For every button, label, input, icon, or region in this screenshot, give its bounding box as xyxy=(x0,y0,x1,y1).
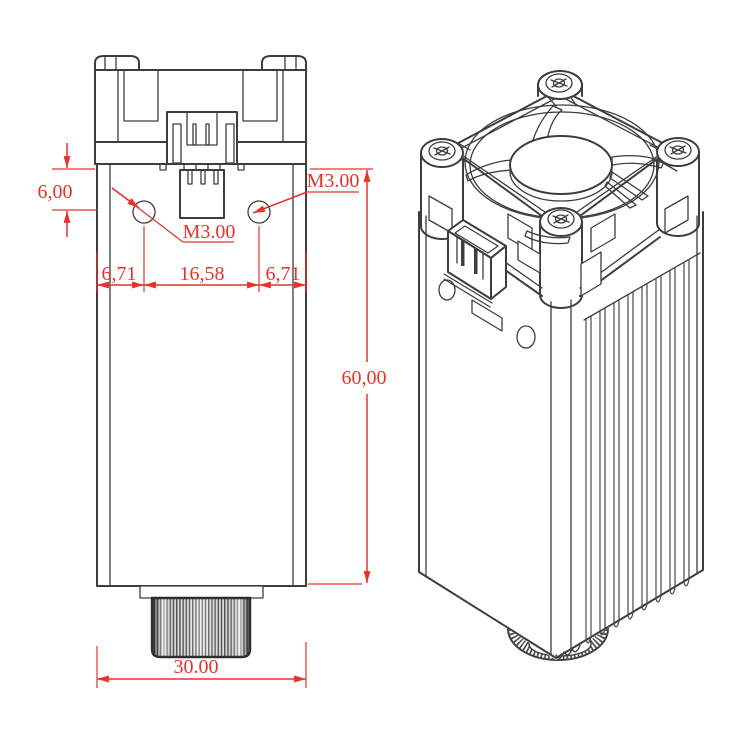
dim-thread-left: M3.00 xyxy=(111,187,236,243)
dim-step-height: 6,00 xyxy=(38,143,97,237)
module-body-iso xyxy=(418,211,704,659)
fan-post-front xyxy=(539,207,583,237)
focus-ring-front xyxy=(139,585,264,659)
dim-text-thread-left: M3.00 xyxy=(183,221,236,243)
dim-body-width: 30.00 xyxy=(96,642,307,688)
mounting-hole-left xyxy=(132,200,156,224)
dim-text-hole-spacing: 16,58 xyxy=(180,263,225,285)
latch-tab-left xyxy=(517,240,541,274)
dim-text-offset-right: 6,71 xyxy=(266,263,301,285)
screws xyxy=(428,73,692,229)
dim-text-offset-left: 6,71 xyxy=(102,263,137,285)
fan-hub xyxy=(509,135,613,195)
fan-post-left-front xyxy=(123,69,159,122)
fan-post-right xyxy=(656,137,700,167)
dim-thread-right: M3.00 xyxy=(252,170,360,214)
dim-body-height: 60,00 xyxy=(308,168,387,585)
latch-tab-right xyxy=(580,251,602,297)
face-hole-upper xyxy=(438,279,456,301)
connector-iso xyxy=(443,219,507,332)
mounting-hole-right xyxy=(247,200,271,224)
fan-shroud-front xyxy=(94,55,307,171)
connector-flap xyxy=(471,299,503,332)
dim-hole-chain: 6,71 16,58 6,71 xyxy=(96,226,307,292)
fan-post-left xyxy=(420,138,464,168)
fan-posts-iso xyxy=(420,70,700,237)
dim-text-step: 6,00 xyxy=(38,181,73,203)
dim-text-body-height: 60,00 xyxy=(342,367,387,389)
connector-front xyxy=(166,111,238,219)
dim-text-thread-right: M3.00 xyxy=(307,170,360,192)
heatsink-fins xyxy=(555,252,701,659)
face-hole-lower xyxy=(516,325,536,349)
front-view xyxy=(94,55,307,659)
dimensions: 6,00 M3.00 M3.00 6,71 16,58 6,71 xyxy=(38,143,387,688)
fan-post-back xyxy=(537,70,583,100)
fan-post-right-front xyxy=(242,69,278,122)
dim-text-body-width: 30.00 xyxy=(174,656,219,678)
